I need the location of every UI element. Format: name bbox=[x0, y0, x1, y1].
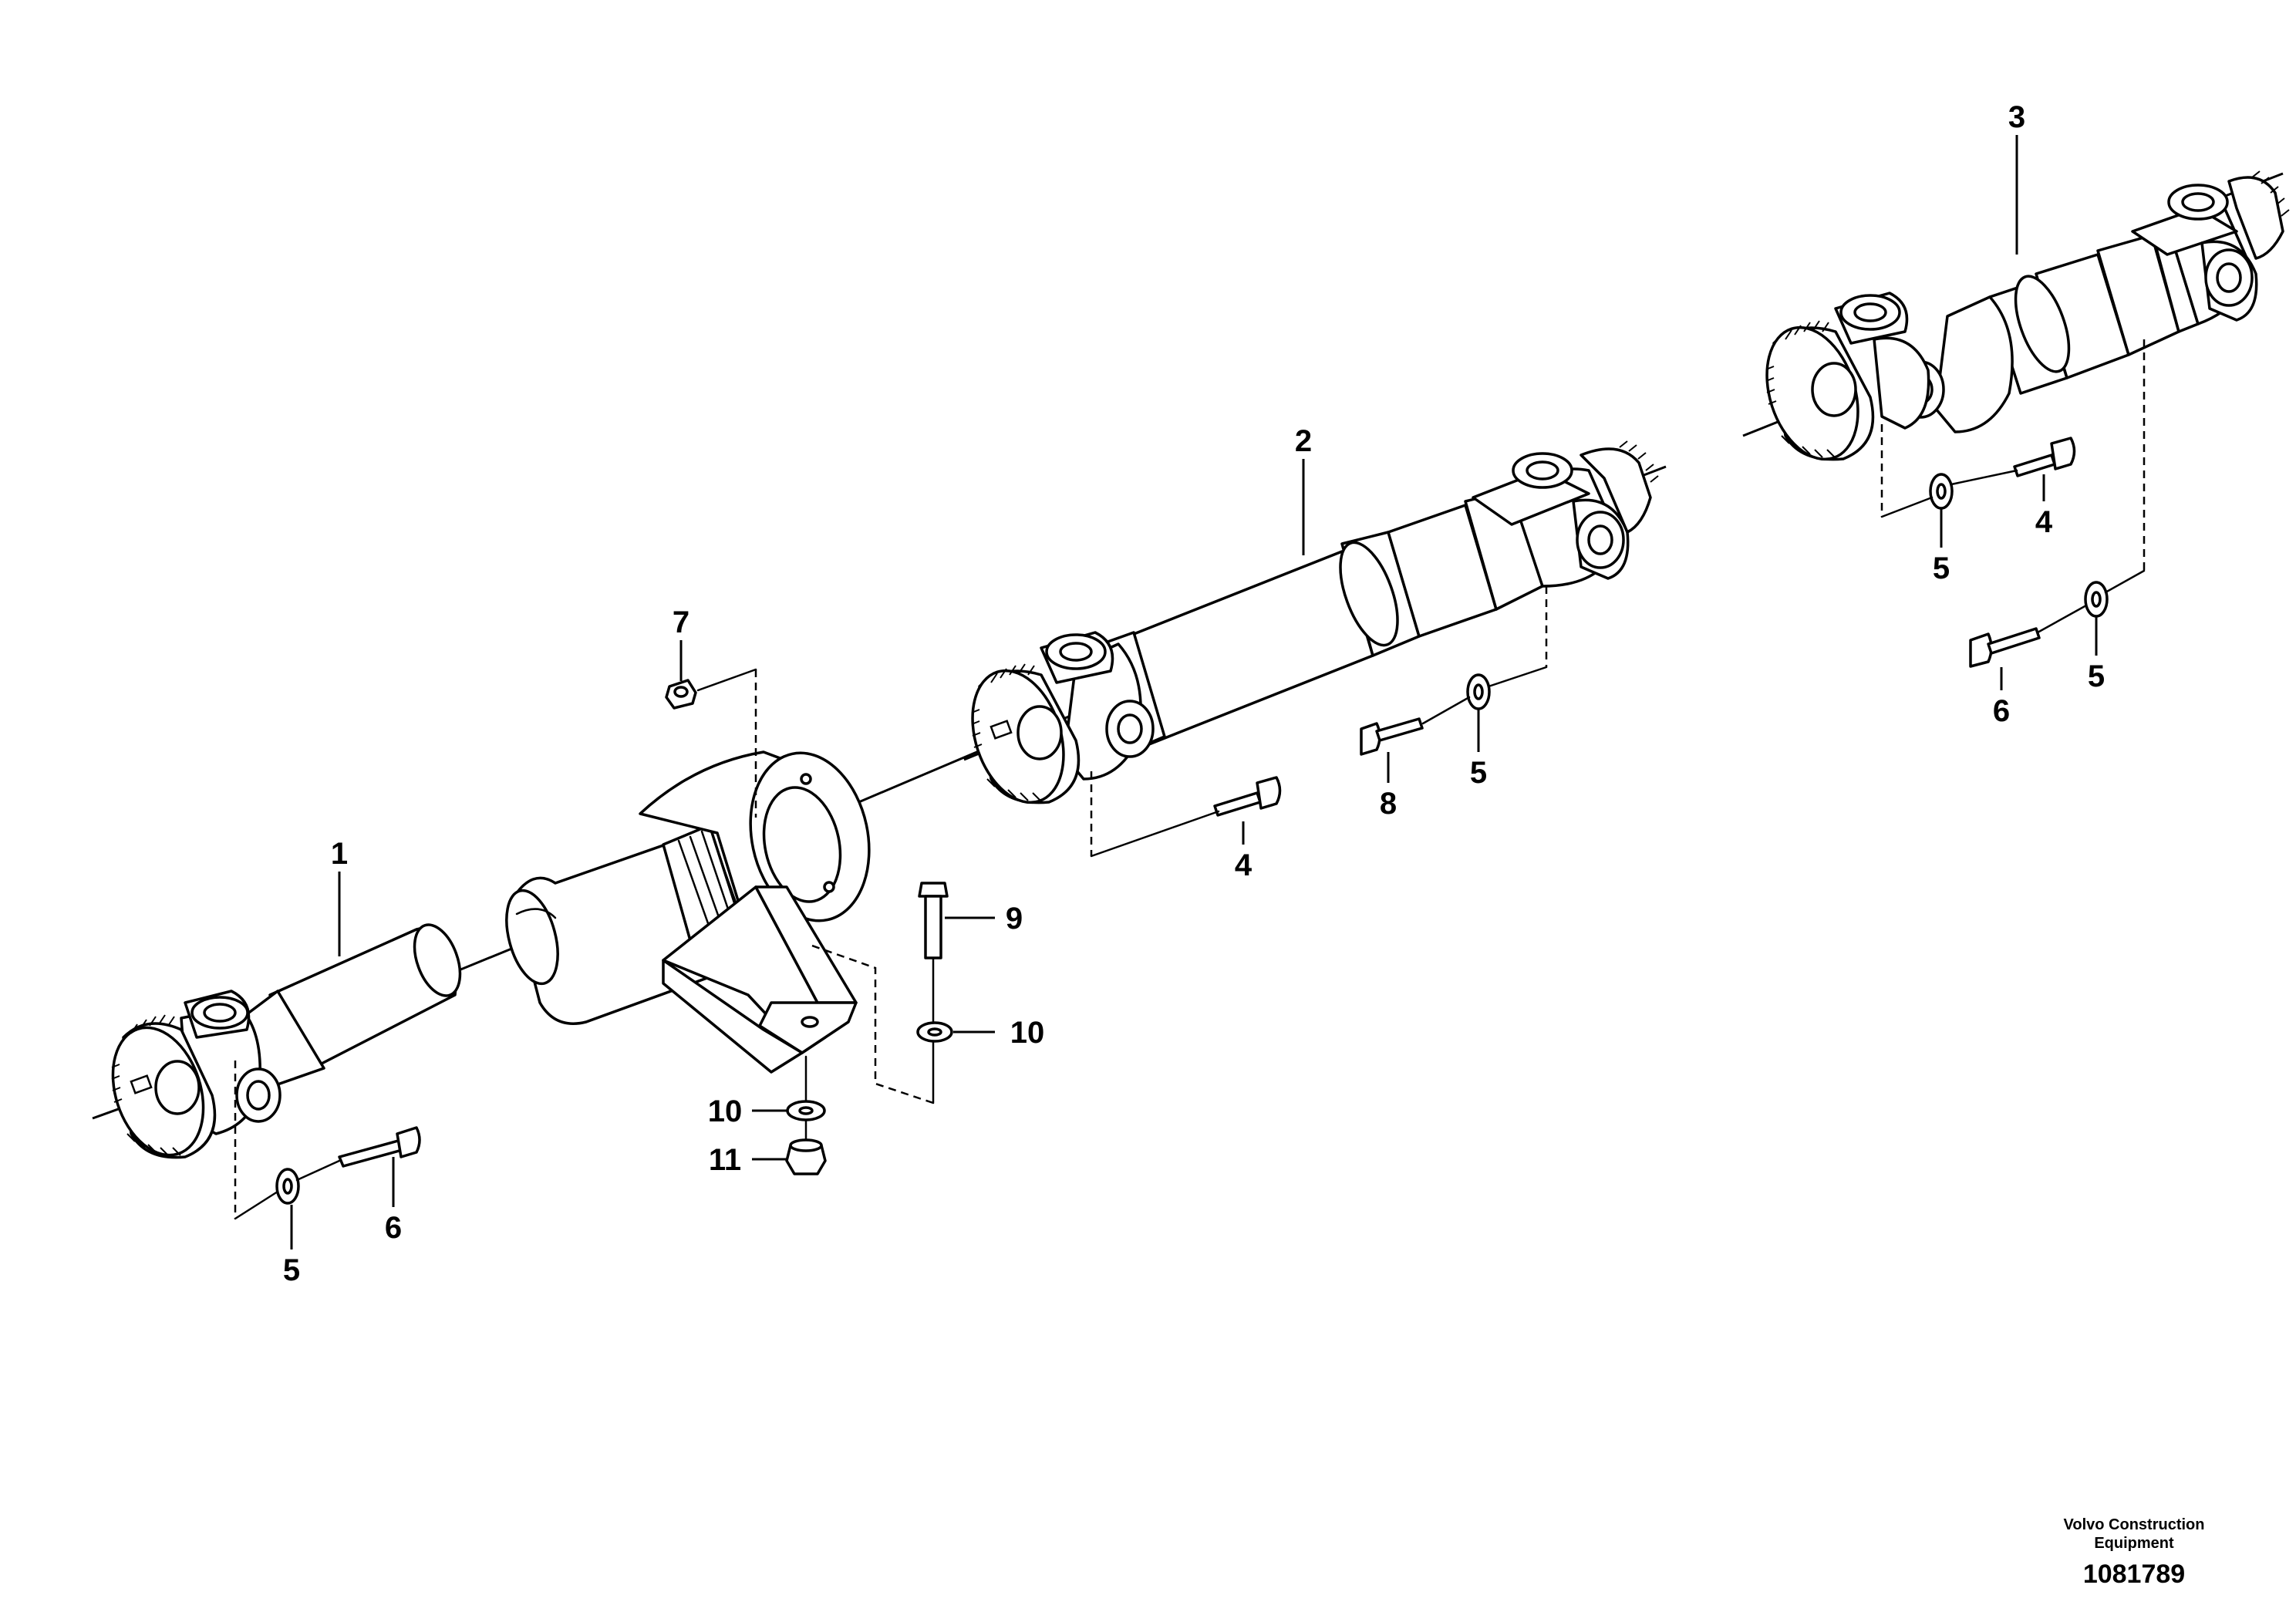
callout-9: 9 bbox=[1006, 902, 1023, 936]
bolt-6-a bbox=[338, 1126, 421, 1168]
callout-1: 1 bbox=[331, 837, 348, 871]
washer-5-c bbox=[1929, 473, 1954, 510]
nut-7 bbox=[665, 679, 697, 710]
callout-8: 8 bbox=[1380, 787, 1397, 821]
centre-bearing-assembly bbox=[505, 750, 871, 1074]
callout-leaders bbox=[290, 135, 2098, 1249]
washer-5-d bbox=[2084, 581, 2109, 618]
callout-10-right: 10 bbox=[1010, 1016, 1045, 1050]
callout-10-left: 10 bbox=[708, 1094, 743, 1128]
manufacturer-label: Volvo Construction Equipment bbox=[2063, 1516, 2205, 1552]
bolt-4-a bbox=[1213, 776, 1282, 817]
callout-3: 3 bbox=[2008, 100, 2025, 134]
bolt-6-b bbox=[1969, 627, 2041, 668]
drawing-number: 1081789 bbox=[2082, 1560, 2186, 1589]
callout-4-middle: 4 bbox=[1235, 848, 1253, 882]
callout-4-right: 4 bbox=[2035, 505, 2053, 539]
bolt-8 bbox=[1360, 717, 1424, 756]
propeller-shaft-3 bbox=[1765, 170, 2290, 461]
callout-7: 7 bbox=[673, 605, 689, 639]
flange-1-serrations bbox=[111, 1014, 181, 1156]
callout-11: 11 bbox=[709, 1143, 741, 1177]
washer-10-b bbox=[786, 1100, 826, 1121]
callout-6-bottom-left: 6 bbox=[385, 1211, 402, 1245]
flange-3-serrations bbox=[1765, 320, 1836, 458]
callout-2: 2 bbox=[1295, 424, 1312, 458]
bolt-4-b bbox=[2013, 437, 2076, 477]
washer-10-a bbox=[916, 1021, 953, 1043]
fasteners bbox=[275, 437, 2109, 1205]
washer-5-b bbox=[1466, 673, 1491, 710]
assembly-lines bbox=[234, 339, 2146, 1220]
callout-5-right-lower: 5 bbox=[2088, 659, 2105, 693]
callout-labels: 1 2 3 4 4 5 5 5 5 6 6 7 8 9 10 10 11 bbox=[283, 100, 2105, 1287]
callout-5-bottom-left: 5 bbox=[283, 1253, 300, 1287]
callout-5-right-upper: 5 bbox=[1933, 551, 1950, 585]
propeller-shaft-1 bbox=[111, 923, 462, 1159]
bolt-9 bbox=[918, 882, 949, 959]
flange-2-serrations bbox=[971, 663, 1041, 801]
callout-5-middle: 5 bbox=[1470, 756, 1487, 790]
propeller-shaft-2 bbox=[971, 440, 1659, 804]
callout-6-right: 6 bbox=[1993, 694, 2010, 728]
nut-11 bbox=[785, 1138, 827, 1175]
washer-5-a bbox=[275, 1168, 300, 1205]
